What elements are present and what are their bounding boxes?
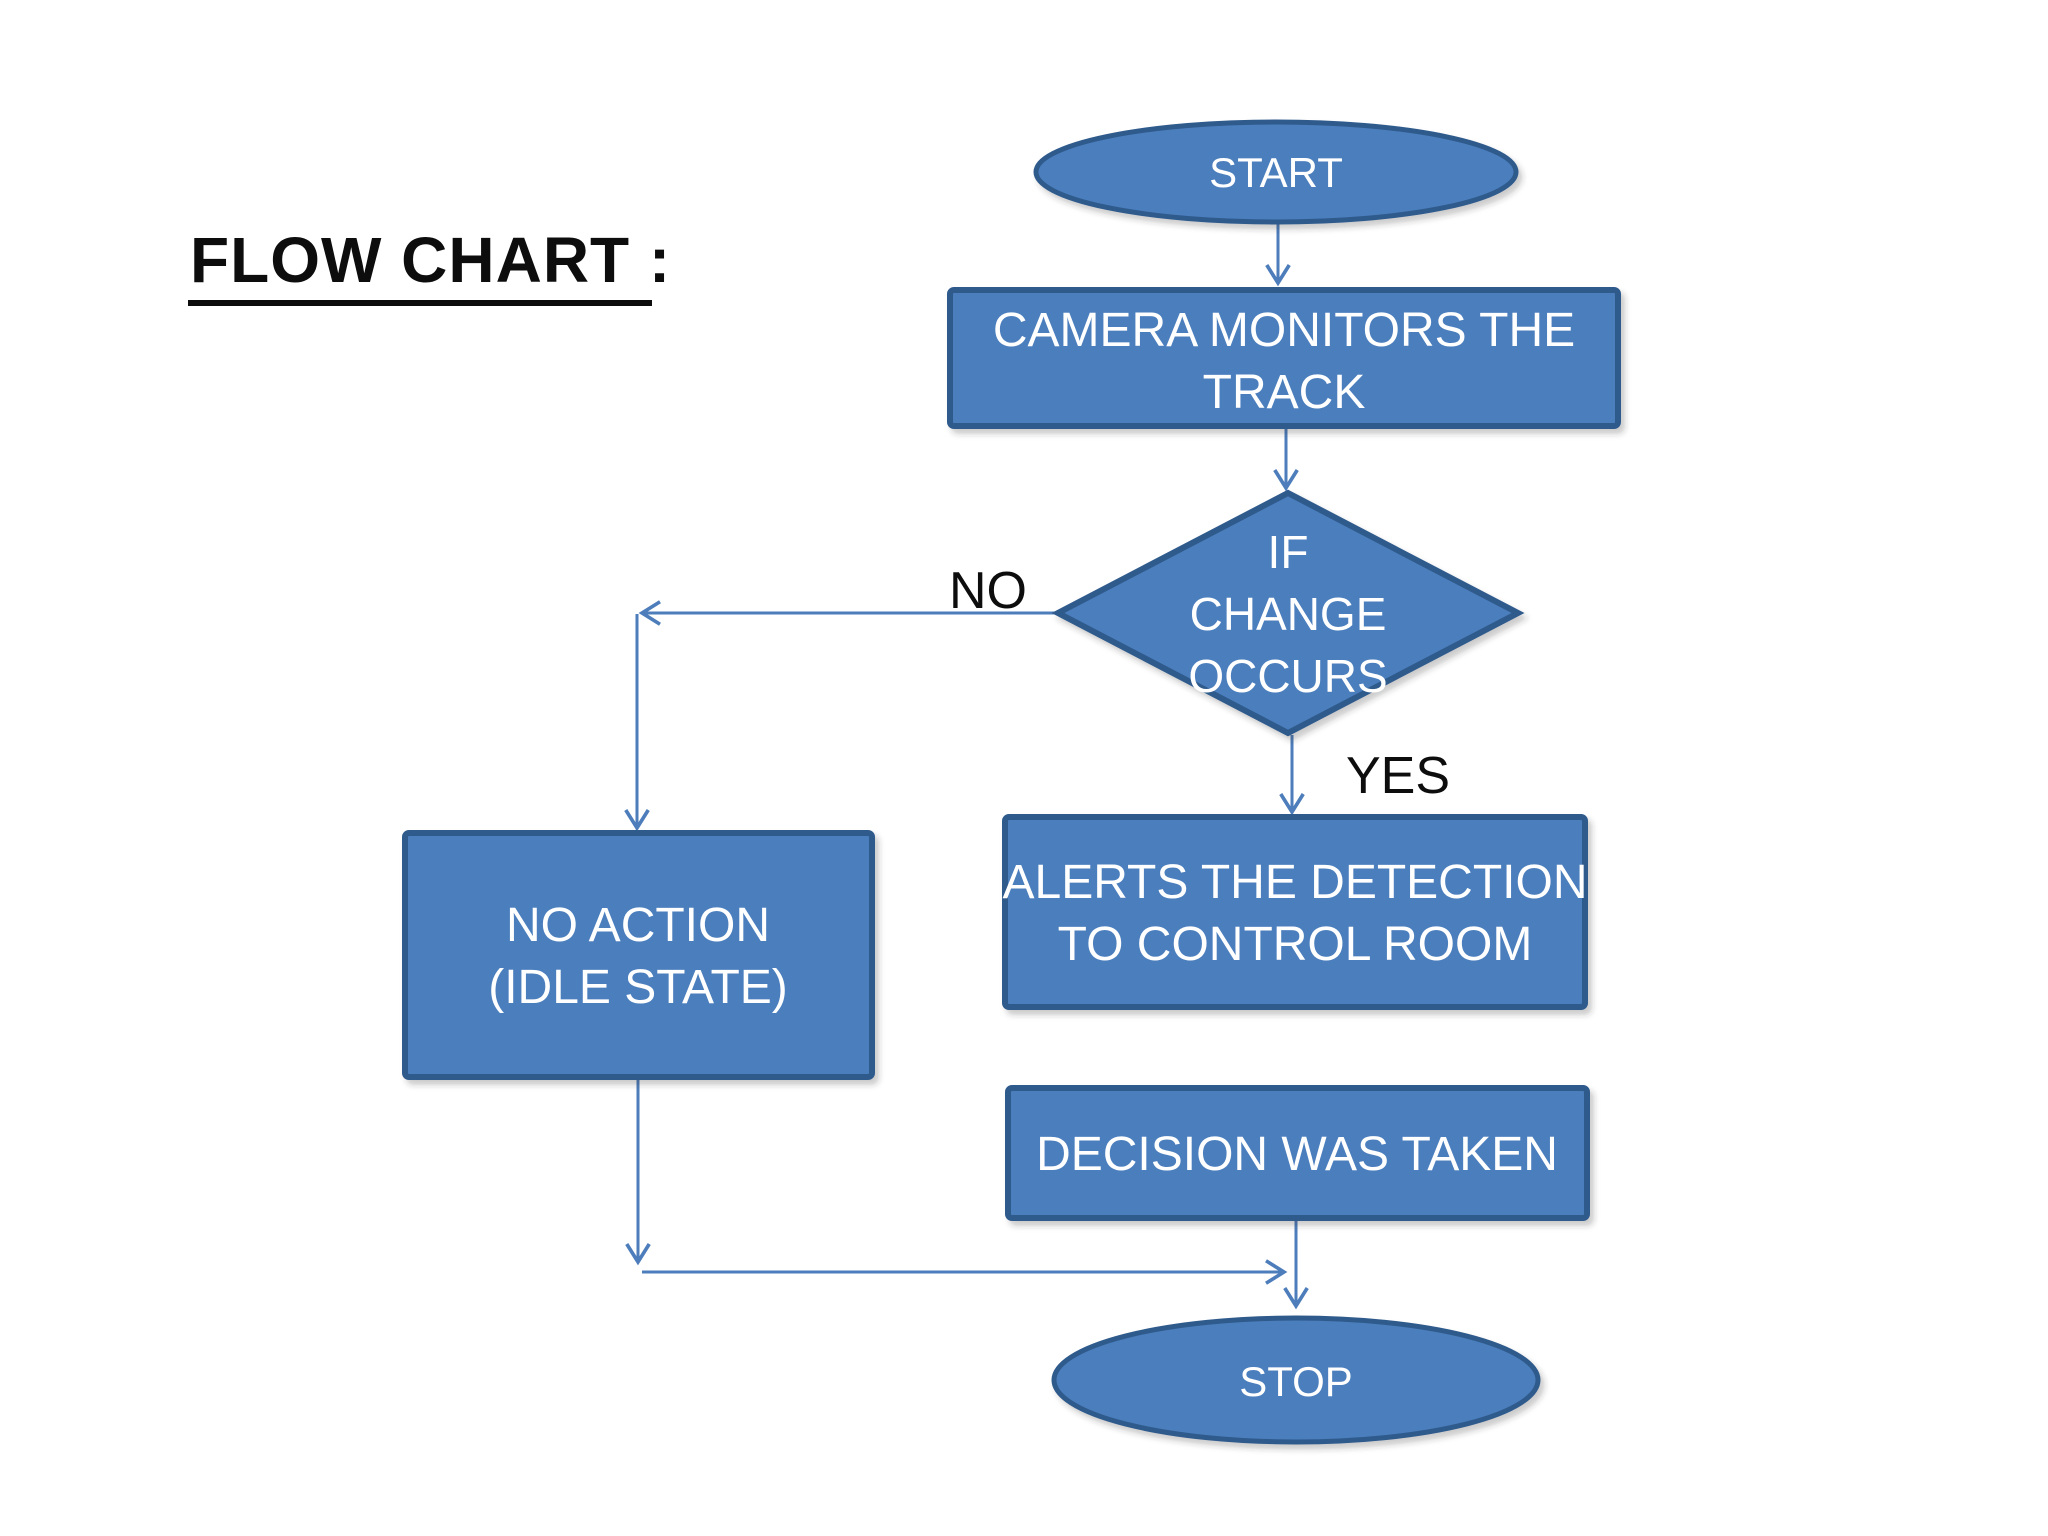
node-start <box>1033 119 1519 225</box>
node-decision-label-line1: IF <box>1268 526 1309 578</box>
node-stop <box>1051 1315 1541 1445</box>
node-no-action-label-line2: (IDLE STATE) <box>488 961 788 1014</box>
node-decision-taken <box>1005 1085 1590 1221</box>
node-camera-monitors <box>947 287 1621 429</box>
node-alerts-label-line1: ALERTS THE DETECTION <box>1003 856 1588 909</box>
node-decision-taken-label: DECISION WAS TAKEN <box>1036 1128 1558 1181</box>
node-camera-label-line1: CAMERA MONITORS THE <box>993 304 1575 357</box>
node-decision-label-line2: CHANGE <box>1190 588 1387 640</box>
node-alerts-label-line2: TO CONTROL ROOM <box>1058 918 1533 971</box>
node-stop-label: STOP <box>1239 1358 1353 1405</box>
page-title: FLOW CHART : <box>190 224 671 296</box>
node-alerts-control-room <box>1002 814 1588 1010</box>
node-camera-label-line2: TRACK <box>1203 366 1366 419</box>
node-no-action <box>402 830 875 1080</box>
node-start-label: START <box>1209 149 1343 196</box>
node-decision-label-line3: OCCURS <box>1188 650 1387 702</box>
node-no-action-label-line1: NO ACTION <box>506 899 770 952</box>
node-if-change-occurs <box>1051 489 1525 737</box>
edge-label-no: NO <box>949 562 1027 620</box>
edge-label-yes: YES <box>1346 747 1450 805</box>
